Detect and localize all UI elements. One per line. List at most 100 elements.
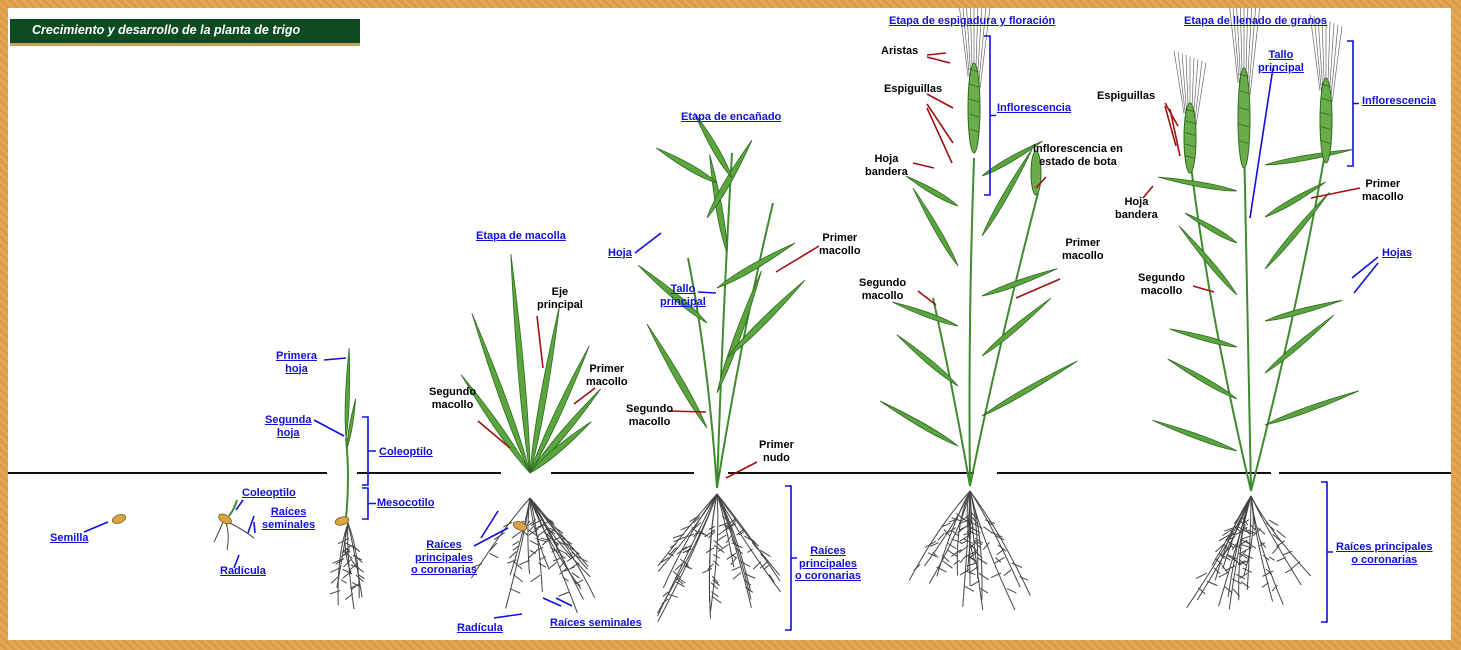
fill-main-stem <box>1243 137 1252 492</box>
filling-hair-9-2 <box>1214 558 1223 565</box>
heading-hair-13-4 <box>980 588 989 594</box>
joint-hair-8-3 <box>711 575 719 584</box>
filling-leaf-6 <box>1178 225 1238 296</box>
fill-head-main-awn-0 <box>1229 8 1239 84</box>
heading-hair-5-1 <box>952 530 960 537</box>
seed-tiller <box>512 521 528 531</box>
stage-title-espigadura[interactable]: Etapa de espigadura y floración <box>889 15 1056 27</box>
label-semilla[interactable]: Semilla <box>50 532 89 544</box>
heading-hair-9-0 <box>971 517 979 526</box>
filling-leaf-3 <box>1264 314 1335 374</box>
joint-hair-1-4 <box>744 573 756 579</box>
stage-title-macolla[interactable]: Etapa de macolla <box>476 230 566 242</box>
fill-head-main-grain-4 <box>1238 140 1250 145</box>
fill-tiller-1 <box>1189 157 1252 492</box>
label-coleoptilo-1[interactable]: Coleoptilo <box>242 487 296 499</box>
pointer-line-34 <box>1310 187 1361 199</box>
label-radicula-2[interactable]: Radícula <box>457 622 503 634</box>
fill-head-left-awn-7 <box>1194 60 1203 125</box>
seedling-hair-5-2 <box>348 564 357 572</box>
seedling-hair-3-2 <box>332 558 342 564</box>
heading-leaf-1 <box>981 360 1078 417</box>
tiller-hair-12-3 <box>569 546 580 555</box>
pointer-line-2 <box>247 515 255 534</box>
heading-hair-9-4 <box>966 562 977 567</box>
heading-hair-4-2 <box>997 544 1007 552</box>
pointer-line-9 <box>477 420 511 449</box>
seedling-leaf-1 <box>344 348 351 439</box>
label-hoja[interactable]: Hoja <box>608 247 632 259</box>
label-raices-seminales-2[interactable]: Raíces seminales <box>550 617 642 629</box>
tiller-hair-2-1 <box>550 546 559 554</box>
pointer-line-25 <box>912 162 935 169</box>
joint-root-13 <box>716 493 752 608</box>
heading-hair-9-3 <box>965 551 976 558</box>
joint-root-4 <box>662 493 718 589</box>
filling-hair-2-2 <box>1220 553 1231 561</box>
heading-leaf-3 <box>981 297 1052 357</box>
tiller-hair-8-2 <box>507 559 517 564</box>
pointer-line-28 <box>917 290 937 306</box>
fill-head-main-body <box>1237 67 1251 169</box>
stage-title-encanado[interactable]: Etapa de encañado <box>681 111 782 123</box>
pointer-line-1 <box>235 499 244 511</box>
seedling-hair-2-2 <box>353 564 365 573</box>
tiller-root-9 <box>529 497 543 593</box>
heading-hair-0-0 <box>983 526 993 534</box>
tiller-hair-0-0 <box>503 521 513 528</box>
fill-head-left-grain-1 <box>1184 120 1196 125</box>
label-coleoptilo-2[interactable]: Coleoptilo <box>379 446 433 458</box>
pointer-line-11 <box>473 527 509 547</box>
filling-hair-5-2 <box>1225 536 1236 542</box>
joint-hair-4-1 <box>683 533 695 539</box>
joint-hair-0-3 <box>702 568 713 574</box>
joint-hair-5-3 <box>675 577 684 585</box>
heading-hair-12-3 <box>1011 562 1023 568</box>
joint-hair-11-3 <box>669 543 677 549</box>
label-mesocotilo[interactable]: Mesocotilo <box>377 497 435 509</box>
pointer-line-3 <box>253 521 256 534</box>
tiller-hair-2-2 <box>548 561 557 570</box>
heading-root-10 <box>962 490 971 607</box>
filling-hair-9-0 <box>1222 529 1233 537</box>
filling-hair-12-1 <box>1240 535 1250 541</box>
filling-root-6 <box>1250 495 1302 586</box>
label-radicula-1[interactable]: Radícula <box>220 565 266 577</box>
pointer-line-15 <box>634 232 662 254</box>
filling-hair-3-3 <box>1282 550 1293 556</box>
label-inflorescencia-1[interactable]: Inflorescencia <box>997 102 1071 114</box>
filling-hair-9-1 <box>1223 543 1230 550</box>
stage-title-llenado[interactable]: Etapa de llenado de granos <box>1184 15 1328 27</box>
joint-hair-12-1 <box>705 547 715 554</box>
head-tiller-2 <box>932 297 971 487</box>
label-inflorescencia-2[interactable]: Inflorescencia <box>1362 95 1436 107</box>
label-hojas[interactable]: Hojas <box>1382 247 1412 259</box>
joint-leaf-1 <box>716 270 762 394</box>
joint-hair-13-1 <box>731 542 743 549</box>
heading-hair-13-2 <box>976 557 988 565</box>
seedling-hair-3-1 <box>342 550 353 559</box>
filling-leaf-9 <box>1264 181 1326 218</box>
joint-hair-12-4 <box>711 595 722 604</box>
seedling-root-4 <box>344 522 352 575</box>
joint-hair-6-1 <box>738 530 745 536</box>
joint-hair-9-0 <box>699 531 709 537</box>
heading-hair-8-4 <box>970 580 980 587</box>
seedling-root-3 <box>336 522 349 588</box>
plant-illustration <box>8 8 1451 631</box>
filling-hair-14-3 <box>1235 573 1246 580</box>
head-main-stem <box>968 157 975 487</box>
fill-head-left-awn-0 <box>1173 50 1185 114</box>
